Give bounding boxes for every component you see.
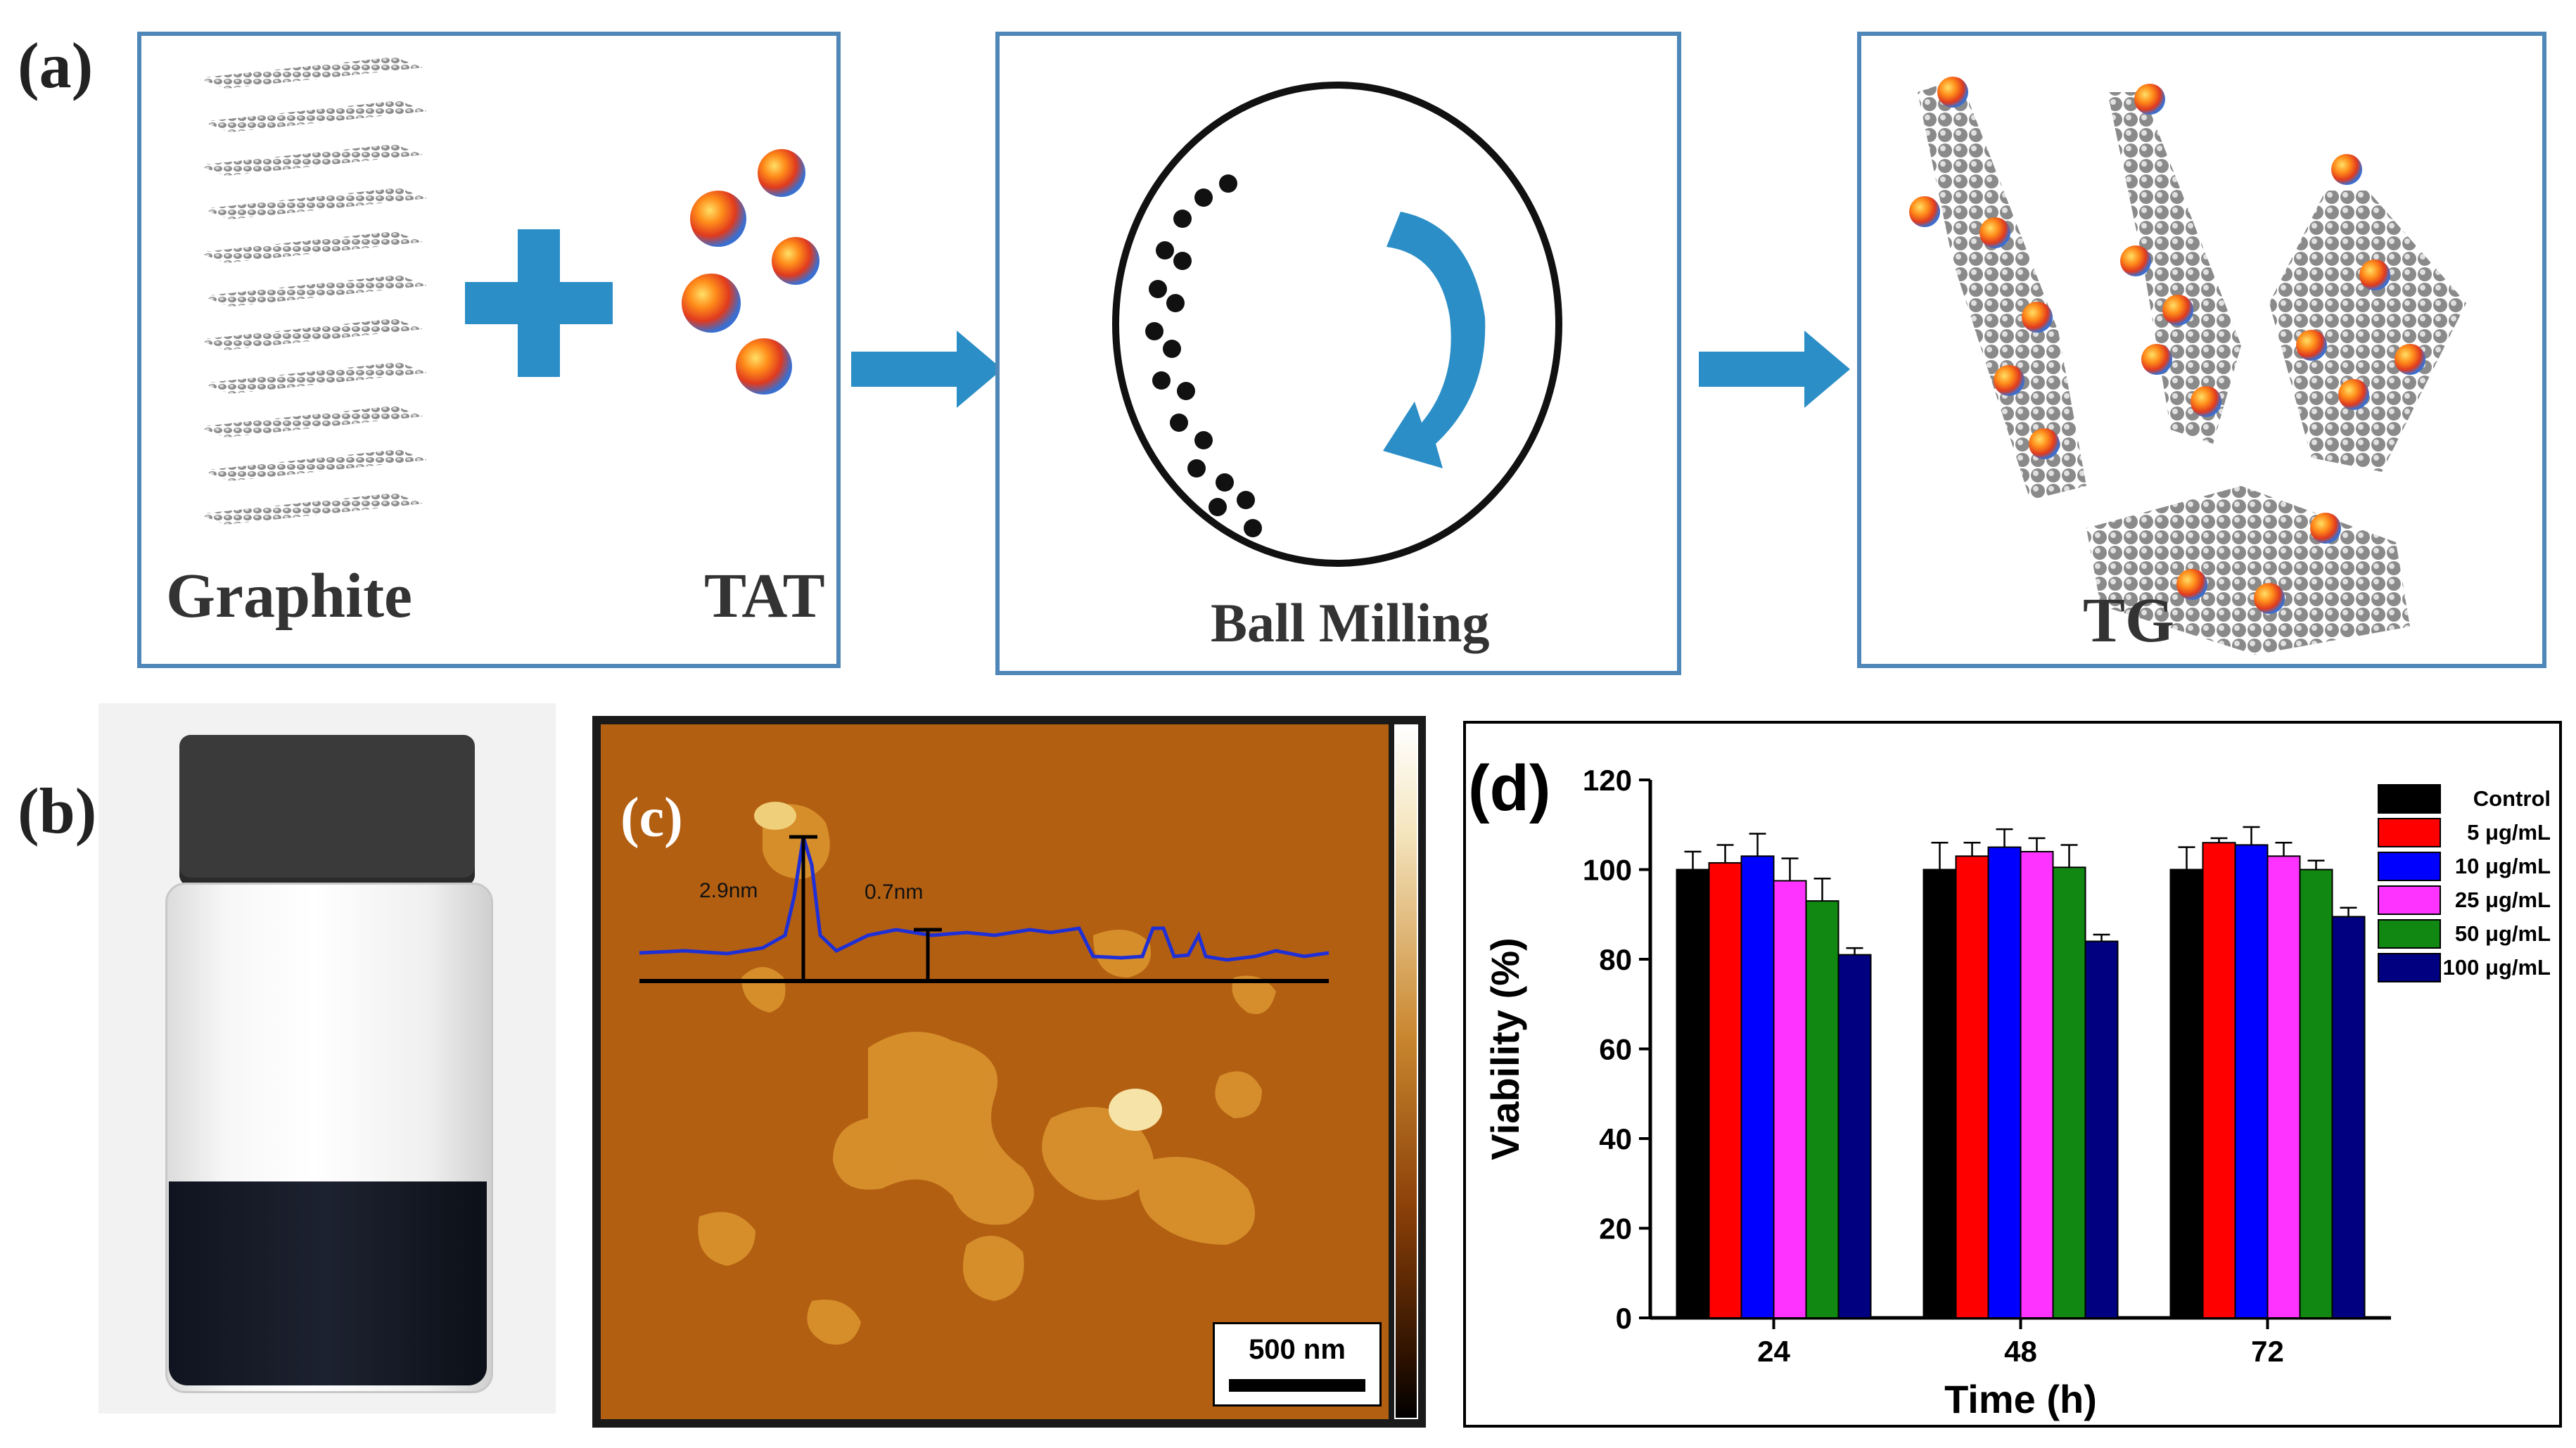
legend-swatch bbox=[2378, 919, 2441, 949]
x-axis-title: Time (h) bbox=[1944, 1377, 2097, 1421]
bar bbox=[1773, 880, 1807, 1319]
legend-label: 100 μg/mL bbox=[2443, 955, 2551, 980]
vial-cap bbox=[179, 735, 475, 886]
panel-a-product-box: TG bbox=[1857, 32, 2546, 668]
bar bbox=[2234, 844, 2269, 1319]
bar bbox=[2052, 866, 2086, 1319]
panel-label-c: (c) bbox=[620, 787, 683, 849]
bar bbox=[1676, 869, 1710, 1319]
bar bbox=[1837, 954, 1872, 1319]
legend-swatch bbox=[2378, 885, 2441, 915]
bar bbox=[2020, 851, 2054, 1319]
panel-label-d: (d) bbox=[1468, 752, 1551, 824]
afm-height-label-1: 2.9nm bbox=[699, 879, 758, 902]
bar bbox=[2202, 842, 2236, 1319]
bar bbox=[1923, 869, 1957, 1319]
process-arrow-2 bbox=[1699, 331, 1850, 408]
panel-a-ball-milling-box: Ball Milling bbox=[995, 32, 1681, 675]
bar bbox=[2169, 869, 2204, 1319]
legend-label: 25 μg/mL bbox=[2455, 888, 2551, 912]
graphite-stack-illustration bbox=[198, 57, 427, 525]
bar bbox=[1987, 846, 2022, 1319]
afm-image-frame: 2.9nm 0.7nm 500 nm (c) bbox=[592, 716, 1426, 1428]
afm-color-scale bbox=[1394, 724, 1418, 1419]
bar bbox=[2331, 916, 2366, 1319]
tg-label: TG bbox=[2083, 586, 2175, 655]
legend-label: 50 μg/mL bbox=[2455, 921, 2551, 946]
process-arrow-1 bbox=[851, 331, 1002, 408]
y-tick-label: 80 bbox=[1599, 943, 1632, 976]
vial-dispersion bbox=[169, 1181, 487, 1385]
bar bbox=[1740, 855, 1775, 1319]
legend-label: 5 μg/mL bbox=[2467, 820, 2551, 845]
scale-bar-label: 500 nm bbox=[1249, 1334, 1346, 1365]
plus-sign bbox=[465, 229, 613, 377]
y-tick-label: 120 bbox=[1583, 764, 1632, 797]
graphite-label: Graphite bbox=[166, 561, 412, 631]
scale-bar-box: 500 nm bbox=[1213, 1322, 1382, 1407]
bar bbox=[2266, 855, 2301, 1319]
afm-height-label-2: 0.7nm bbox=[865, 880, 924, 904]
tg-sheets-illustration bbox=[1909, 77, 2466, 655]
vial-photo bbox=[98, 703, 556, 1414]
legend-label: Control bbox=[2473, 786, 2551, 811]
y-tick-label: 0 bbox=[1616, 1302, 1632, 1335]
y-tick-label: 40 bbox=[1599, 1122, 1632, 1155]
y-axis-title: Viability (%) bbox=[1483, 937, 1527, 1160]
bar bbox=[2084, 940, 2119, 1319]
height-profile bbox=[639, 835, 1330, 983]
x-tick-label: 24 bbox=[1757, 1335, 1790, 1368]
x-tick-label: 48 bbox=[2004, 1335, 2037, 1368]
legend-swatch bbox=[2378, 852, 2441, 881]
y-tick-label: 20 bbox=[1599, 1212, 1632, 1245]
bar bbox=[2299, 869, 2333, 1319]
x-tick-label: 72 bbox=[2251, 1335, 2284, 1368]
legend-swatch bbox=[2378, 784, 2441, 814]
afm-image: 2.9nm 0.7nm 500 nm bbox=[601, 724, 1389, 1419]
legend-swatch bbox=[2378, 953, 2441, 982]
legend-swatch bbox=[2378, 818, 2441, 847]
tat-molecules-illustration bbox=[682, 149, 820, 395]
y-tick-label: 100 bbox=[1583, 854, 1632, 887]
scale-bar-line bbox=[1229, 1379, 1365, 1392]
tat-label: TAT bbox=[704, 561, 825, 631]
panel-label-a: (a) bbox=[18, 30, 94, 101]
y-tick-label: 60 bbox=[1599, 1033, 1632, 1066]
panel-a-reactants-box: Graphite TAT bbox=[137, 32, 841, 668]
panel-label-b: (b) bbox=[18, 775, 97, 847]
ball-milling-label: Ball Milling bbox=[1211, 592, 1490, 653]
ball-mill-illustration bbox=[1112, 82, 1562, 567]
bar bbox=[1805, 900, 1839, 1319]
bar bbox=[1955, 855, 1989, 1319]
afm-bright-particle bbox=[1109, 1089, 1162, 1131]
afm-topography bbox=[698, 802, 1276, 1345]
bar bbox=[1708, 861, 1742, 1319]
legend-label: 10 μg/mL bbox=[2455, 854, 2551, 878]
